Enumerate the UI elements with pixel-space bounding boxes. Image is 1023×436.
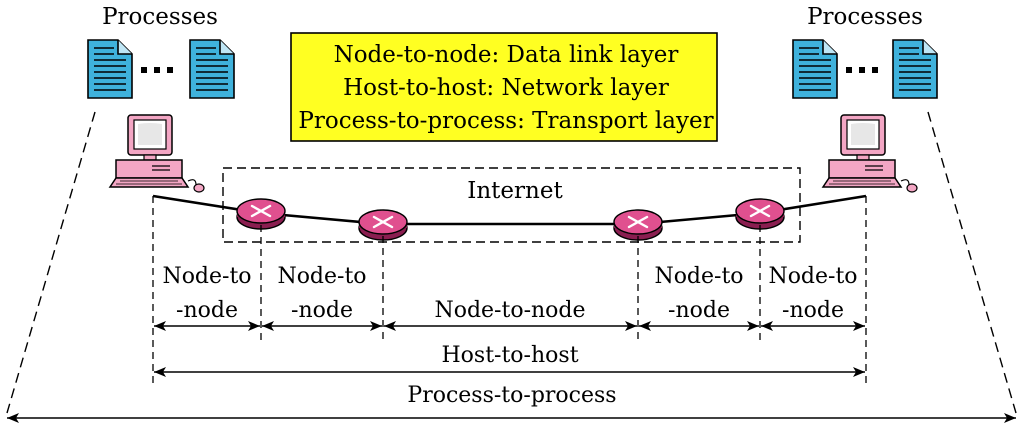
left-processes-label: Processes bbox=[102, 4, 218, 30]
segment-4-label-bottom: -node bbox=[668, 298, 730, 323]
host-to-host-label: Host-to-host bbox=[441, 343, 578, 368]
ellipsis-dots bbox=[846, 67, 878, 73]
segment-5-label-top: Node-to bbox=[768, 264, 857, 289]
legend-line-transport: Process-to-process: Transport layer bbox=[298, 108, 713, 134]
internet-boundary bbox=[222, 167, 801, 243]
router-icon bbox=[235, 197, 287, 231]
left-scope-line bbox=[6, 111, 96, 414]
segment-4-label-top: Node-to bbox=[654, 264, 743, 289]
document-icon bbox=[87, 39, 133, 99]
segment-guides bbox=[152, 196, 867, 384]
router-icon bbox=[612, 208, 664, 242]
segment-2-label-bottom: -node bbox=[291, 298, 353, 323]
document-icon bbox=[792, 39, 838, 99]
computer-icon bbox=[822, 114, 918, 193]
document-icon bbox=[892, 39, 938, 99]
right-processes-label: Processes bbox=[807, 4, 923, 30]
legend-line-data-link: Node-to-node: Data link layer bbox=[334, 42, 679, 68]
process-to-process-label: Process-to-process bbox=[407, 383, 616, 408]
router-icon bbox=[734, 197, 786, 231]
segment-1-label-bottom: -node bbox=[176, 298, 238, 323]
document-icon bbox=[189, 39, 235, 99]
segment-1-label-top: Node-to bbox=[162, 264, 251, 289]
router-icon bbox=[357, 208, 409, 242]
legend-box: Node-to-node: Data link layer Host-to-ho… bbox=[290, 32, 718, 142]
segment-2-label-top: Node-to bbox=[277, 264, 366, 289]
legend-line-network: Host-to-host: Network layer bbox=[343, 75, 669, 101]
right-scope-line bbox=[927, 111, 1017, 414]
internet-label: Internet bbox=[467, 178, 563, 204]
segment-5-label-bottom: -node bbox=[782, 298, 844, 323]
segment-3-label: Node-to-node bbox=[434, 298, 585, 323]
ellipsis-dots bbox=[141, 67, 173, 73]
computer-icon bbox=[109, 114, 205, 193]
